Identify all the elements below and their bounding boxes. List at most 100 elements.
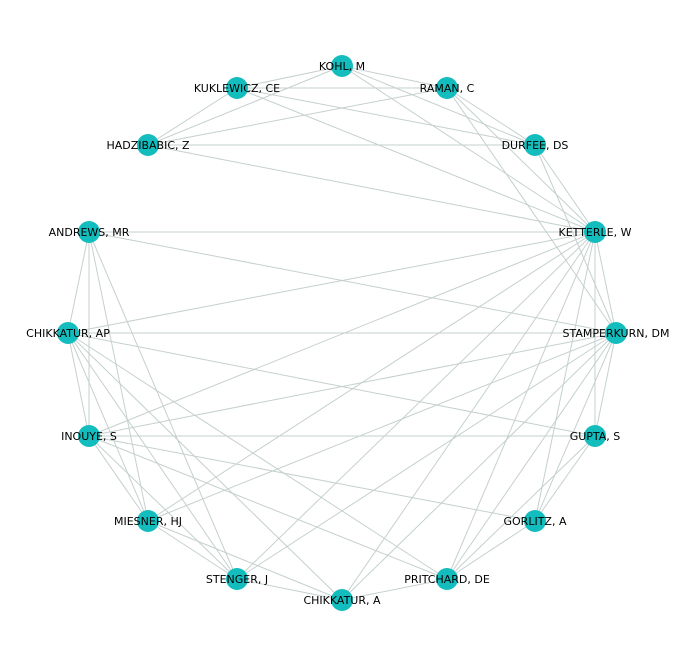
- edge-inouye-stamperkurn: [88, 332, 617, 437]
- edge-pritchard-gorlitz: [446, 520, 536, 580]
- edge-kohl-hadzibabic: [147, 65, 343, 146]
- node-ketterle: KETTERLE, W: [559, 221, 632, 243]
- node-dot-hadzibabic: [137, 134, 159, 156]
- node-raman: RAMAN, C: [420, 77, 475, 99]
- node-miesner: MIESNER, HJ: [114, 510, 182, 532]
- node-dot-pritchard: [436, 568, 458, 590]
- node-label-pritchard: PRITCHARD, DE: [404, 573, 490, 586]
- node-dot-andrews: [78, 221, 100, 243]
- edge-gupta-stamperkurn: [594, 332, 617, 437]
- edge-chikkatur_ap-stenger: [67, 332, 238, 580]
- node-inouye: INOUYE, S: [61, 425, 117, 447]
- node-label-raman: RAMAN, C: [420, 82, 475, 95]
- edge-pritchard-stamperkurn: [446, 332, 617, 580]
- node-dot-durfee: [524, 134, 546, 156]
- node-dot-chikkatur_a: [331, 589, 353, 611]
- edge-kohl-kuklewicz: [236, 65, 343, 89]
- node-dot-stenger: [226, 568, 248, 590]
- edge-andrews-stamperkurn: [88, 231, 617, 334]
- edge-durfee-stamperkurn: [534, 144, 617, 334]
- edge-raman-ketterle: [446, 87, 596, 233]
- edge-chikkatur_ap-pritchard: [67, 332, 448, 580]
- node-hadzibabic: HADZIBABIC, Z: [106, 134, 190, 156]
- node-dot-miesner: [137, 510, 159, 532]
- edge-durfee-ketterle: [534, 144, 596, 233]
- edge-chikkatur_ap-inouye: [67, 332, 90, 437]
- node-dot-raman: [436, 77, 458, 99]
- node-durfee: DURFEE, DS: [502, 134, 569, 156]
- edge-chikkatur_ap-ketterle: [67, 231, 596, 334]
- edge-gorlitz-ketterle: [534, 231, 596, 522]
- nodes-layer: KOHL, M RAMAN, C DURFEE, DS KETTERLE, W STAM…: [26, 55, 669, 611]
- edge-raman-hadzibabic: [147, 87, 448, 146]
- node-dot-ketterle: [584, 221, 606, 243]
- node-label-stamperkurn: STAMPERKURN, DM: [563, 327, 670, 340]
- edge-kuklewicz-hadzibabic: [147, 87, 238, 146]
- node-dot-kohl: [331, 55, 353, 77]
- edge-andrews-chikkatur_ap: [67, 231, 90, 334]
- node-label-inouye: INOUYE, S: [61, 430, 117, 443]
- edge-miesner-stamperkurn: [147, 332, 617, 522]
- edge-chikkatur_a-stamperkurn: [341, 332, 617, 601]
- edge-inouye-miesner: [88, 435, 149, 522]
- node-gupta: GUPTA, S: [570, 425, 621, 447]
- edge-stenger-chikkatur_a: [236, 578, 343, 601]
- edge-miesner-stenger: [147, 520, 238, 580]
- node-gorlitz: GORLITZ, A: [504, 510, 567, 532]
- node-label-miesner: MIESNER, HJ: [114, 515, 182, 528]
- node-label-hadzibabic: HADZIBABIC, Z: [106, 139, 190, 152]
- node-label-gupta: GUPTA, S: [570, 430, 621, 443]
- edge-chikkatur_ap-miesner: [67, 332, 149, 522]
- edge-gorlitz-gupta: [534, 435, 596, 522]
- edge-hadzibabic-ketterle: [147, 144, 596, 233]
- node-dot-gorlitz: [524, 510, 546, 532]
- edge-miesner-ketterle: [147, 231, 596, 522]
- node-label-chikkatur_a: CHIKKATUR, A: [303, 594, 381, 607]
- node-dot-chikkatur_ap: [57, 322, 79, 344]
- node-chikkatur_a: CHIKKATUR, A: [303, 589, 381, 611]
- node-label-gorlitz: GORLITZ, A: [504, 515, 567, 528]
- node-label-ketterle: KETTERLE, W: [559, 226, 632, 239]
- edge-stenger-stamperkurn: [236, 332, 617, 580]
- edge-inouye-gorlitz: [88, 435, 536, 522]
- edge-chikkatur_a-ketterle: [341, 231, 596, 601]
- edge-kohl-raman: [341, 65, 448, 89]
- node-label-andrews: ANDREWS, MR: [49, 226, 130, 239]
- edge-gorlitz-stamperkurn: [534, 332, 617, 522]
- node-stenger: STENGER, J: [206, 568, 268, 590]
- edge-chikkatur_ap-gupta: [67, 332, 596, 437]
- node-label-kuklewicz: KUKLEWICZ, CE: [194, 82, 280, 95]
- node-label-durfee: DURFEE, DS: [502, 139, 569, 152]
- edge-inouye-stenger: [88, 435, 238, 580]
- edge-kuklewicz-durfee: [236, 87, 536, 146]
- edges-layer: [67, 65, 617, 601]
- edge-inouye-ketterle: [88, 231, 596, 437]
- edge-pritchard-gupta: [446, 435, 596, 580]
- node-kohl: KOHL, M: [319, 55, 365, 77]
- node-label-kohl: KOHL, M: [319, 60, 365, 73]
- node-dot-stamperkurn: [605, 322, 627, 344]
- node-chikkatur_ap: CHIKKATUR, AP: [26, 322, 110, 344]
- edge-ketterle-stamperkurn: [594, 231, 617, 334]
- edge-pritchard-ketterle: [446, 231, 596, 580]
- node-stamperkurn: STAMPERKURN, DM: [563, 322, 670, 344]
- node-label-stenger: STENGER, J: [206, 573, 268, 586]
- node-andrews: ANDREWS, MR: [49, 221, 130, 243]
- edge-raman-durfee: [446, 87, 536, 146]
- node-label-chikkatur_ap: CHIKKATUR, AP: [26, 327, 110, 340]
- edge-kohl-durfee: [341, 65, 536, 146]
- edge-kuklewicz-ketterle: [236, 87, 596, 233]
- node-dot-inouye: [78, 425, 100, 447]
- edge-chikkatur_a-pritchard: [341, 578, 448, 601]
- node-kuklewicz: KUKLEWICZ, CE: [194, 77, 280, 99]
- node-dot-kuklewicz: [226, 77, 248, 99]
- edge-chikkatur_ap-chikkatur_a: [67, 332, 343, 601]
- node-pritchard: PRITCHARD, DE: [404, 568, 490, 590]
- edge-stenger-ketterle: [236, 231, 596, 580]
- edge-kohl-ketterle: [341, 65, 596, 233]
- edge-andrews-miesner: [88, 231, 149, 522]
- edge-andrews-stenger: [88, 231, 238, 580]
- edge-raman-stamperkurn: [446, 87, 617, 334]
- node-dot-gupta: [584, 425, 606, 447]
